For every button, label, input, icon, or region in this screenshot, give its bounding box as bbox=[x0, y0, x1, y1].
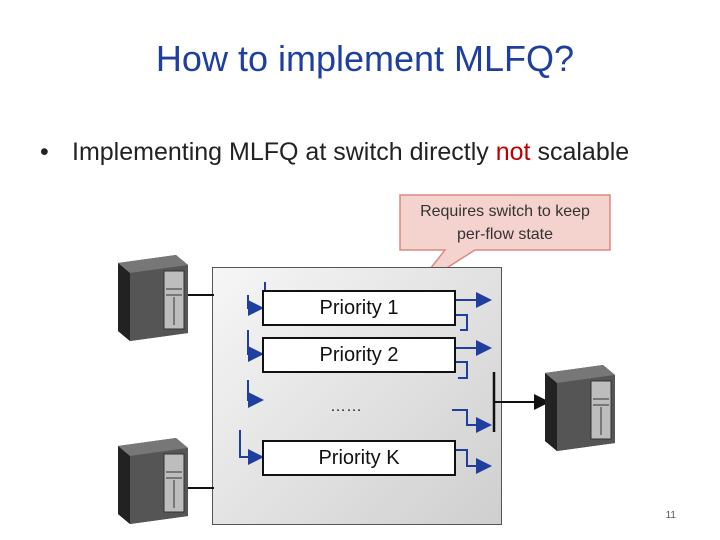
output-path-1b bbox=[452, 314, 468, 331]
slide-title: How to implement MLFQ? bbox=[155, 38, 575, 79]
server-icon bbox=[545, 365, 615, 451]
output-arrow-4 bbox=[452, 449, 492, 474]
priority-queue-k: Priority K bbox=[262, 440, 456, 476]
output-path-2b bbox=[452, 361, 468, 379]
output-arrow-3 bbox=[452, 409, 492, 433]
bullet-marker: • bbox=[40, 138, 49, 166]
server-icon bbox=[118, 438, 188, 524]
bullet-text-highlight: not bbox=[495, 138, 531, 166]
callout-text: Requires switch to keep per-flow state bbox=[400, 200, 610, 246]
page-number: 11 bbox=[665, 510, 676, 521]
bullet-text-end: scalable bbox=[530, 138, 630, 166]
bullet-text: Implementing MLFQ at switch directly not… bbox=[72, 135, 632, 169]
input-path-2 bbox=[247, 330, 264, 362]
input-path-4 bbox=[239, 430, 264, 465]
priority-queue-1: Priority 1 bbox=[262, 290, 456, 326]
callout-line-1: Requires switch to keep bbox=[420, 203, 590, 220]
input-path-1 bbox=[247, 295, 264, 316]
server-icon bbox=[118, 255, 188, 341]
callout-line-2: per-flow state bbox=[456, 226, 554, 243]
queue-ellipsis: …… bbox=[330, 398, 362, 415]
priority-queue-2: Priority 2 bbox=[262, 337, 456, 373]
input-path-3 bbox=[247, 380, 264, 408]
bullet-text-main: Implementing MLFQ at switch directly bbox=[72, 138, 496, 166]
